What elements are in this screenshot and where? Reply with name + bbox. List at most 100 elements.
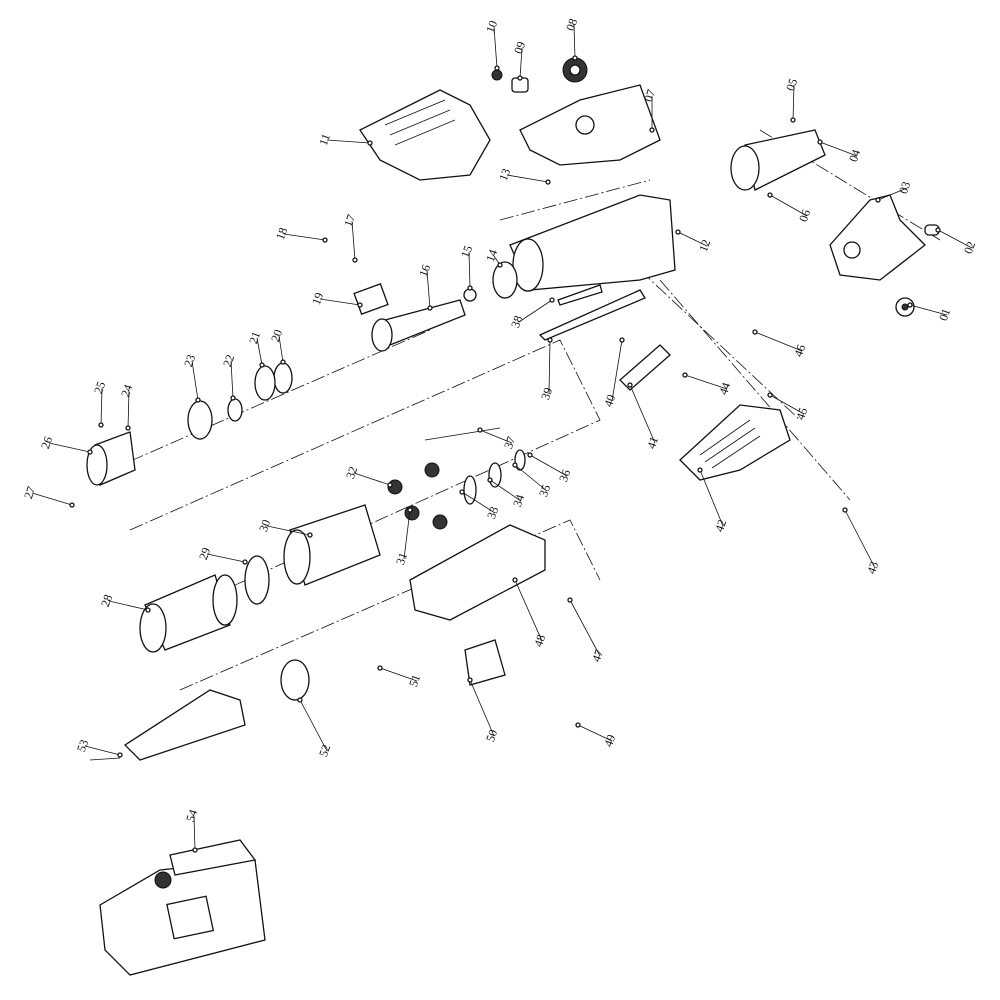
leader-dot-08: [572, 55, 578, 61]
part-label-08: 08: [563, 17, 580, 33]
part-lead-screw: [371, 299, 466, 352]
leader-dot-46: [752, 329, 758, 335]
part-label-26: 26: [38, 435, 55, 451]
leader-line-13: [506, 174, 549, 183]
leader-dot-24: [125, 425, 131, 431]
part-connector-52: [280, 659, 310, 701]
leader-dot-41: [627, 382, 633, 388]
part-battery-pack: [99, 839, 266, 976]
leader-line-10: [493, 26, 498, 69]
leader-dot-47: [567, 597, 573, 603]
leader-dot-21: [259, 362, 265, 368]
leader-line-21: [256, 337, 263, 366]
leader-line-38: [518, 299, 553, 323]
leader-dot-23: [195, 397, 201, 403]
leader-line-11: [326, 139, 371, 144]
part-label-12: 12: [696, 238, 713, 254]
leader-line-35: [514, 464, 548, 492]
leader-dot-09: [517, 75, 523, 81]
part-label-04: 04: [846, 148, 863, 164]
leader-line-24: [127, 390, 130, 429]
leader-line-36: [529, 454, 568, 477]
part-label-17: 17: [341, 213, 358, 229]
leader-line-16: [426, 270, 431, 309]
leader-dot-35: [512, 462, 518, 468]
leader-dot-31: [407, 507, 413, 513]
leader-dot-14: [497, 262, 503, 268]
part-bracket-19: [353, 283, 389, 315]
leader-line-25: [100, 387, 103, 426]
part-rails: [538, 284, 671, 391]
part-label-47: 47: [589, 648, 606, 664]
leader-dot-28: [145, 607, 151, 613]
leader-dot-33: [459, 489, 465, 495]
leader-line-47: [569, 599, 601, 657]
leader-dot-53: [117, 752, 123, 758]
part-label-52: 52: [316, 743, 333, 759]
leader-line-51: [379, 667, 418, 682]
part-lower-cover-42: [679, 404, 791, 481]
part-label-35: 35: [536, 483, 553, 499]
part-label-30: 30: [256, 518, 273, 534]
leader-dot-52: [297, 697, 303, 703]
leader-dot-37: [477, 427, 483, 433]
part-label-43: 43: [864, 560, 881, 576]
leader-dot-42: [697, 467, 703, 473]
leader-line-41: [629, 384, 656, 444]
part-label-09: 09: [511, 40, 528, 56]
leader-dot-22: [230, 395, 236, 401]
part-label-46: 46: [791, 343, 808, 359]
leader-line-23: [191, 360, 199, 401]
leader-line-17: [351, 220, 356, 261]
part-label-33: 33: [484, 505, 501, 521]
leader-dot-48: [512, 577, 518, 583]
leader-line-09: [519, 47, 523, 79]
leader-line-40: [611, 339, 623, 402]
leader-dot-36: [527, 452, 533, 458]
leader-dot-40: [619, 337, 625, 343]
part-label-20: 20: [268, 328, 285, 344]
leader-dot-34: [487, 477, 493, 483]
leader-dot-20: [280, 359, 286, 365]
leader-dot-27: [69, 502, 75, 508]
leader-line-30: [266, 525, 311, 536]
leader-dot-07: [649, 127, 655, 133]
part-trigger-cover: [464, 639, 506, 686]
part-motor: [283, 504, 381, 586]
part-label-23: 23: [181, 353, 198, 369]
part-label-02: 02: [961, 240, 978, 256]
part-gear: [562, 57, 588, 83]
leader-line-15: [468, 251, 471, 289]
leader-dot-04: [817, 139, 823, 145]
leader-dot-32: [387, 482, 393, 488]
leader-dot-51: [377, 665, 383, 671]
leader-dot-01: [907, 302, 913, 308]
part-end-cap-26: [86, 431, 136, 486]
leader-line-05: [792, 84, 795, 121]
part-blade-holder: [730, 129, 826, 191]
part-label-29: 29: [196, 546, 213, 562]
part-nut-15: [463, 288, 477, 302]
part-label-06: 06: [796, 208, 813, 224]
leader-dot-17: [352, 257, 358, 263]
leader-line-06: [769, 194, 808, 217]
part-label-07: 07: [641, 88, 658, 104]
part-label-13: 13: [496, 167, 513, 183]
part-label-25: 25: [91, 380, 108, 396]
part-label-27: 27: [21, 485, 38, 501]
part-label-18: 18: [273, 226, 290, 242]
part-bearings: [187, 362, 293, 440]
part-label-14: 14: [483, 248, 500, 264]
leader-line-19: [319, 298, 361, 306]
part-label-31: 31: [393, 551, 410, 567]
leader-dot-12: [675, 229, 681, 235]
leader-dot-39: [547, 337, 553, 343]
part-label-16: 16: [416, 263, 433, 279]
leader-dot-03: [875, 197, 881, 203]
leader-line-50: [469, 679, 495, 737]
part-label-22: 22: [220, 353, 237, 369]
part-label-39: 39: [538, 386, 555, 402]
leader-line-28: [108, 600, 149, 611]
assembly-axis-lines: [109, 129, 941, 691]
